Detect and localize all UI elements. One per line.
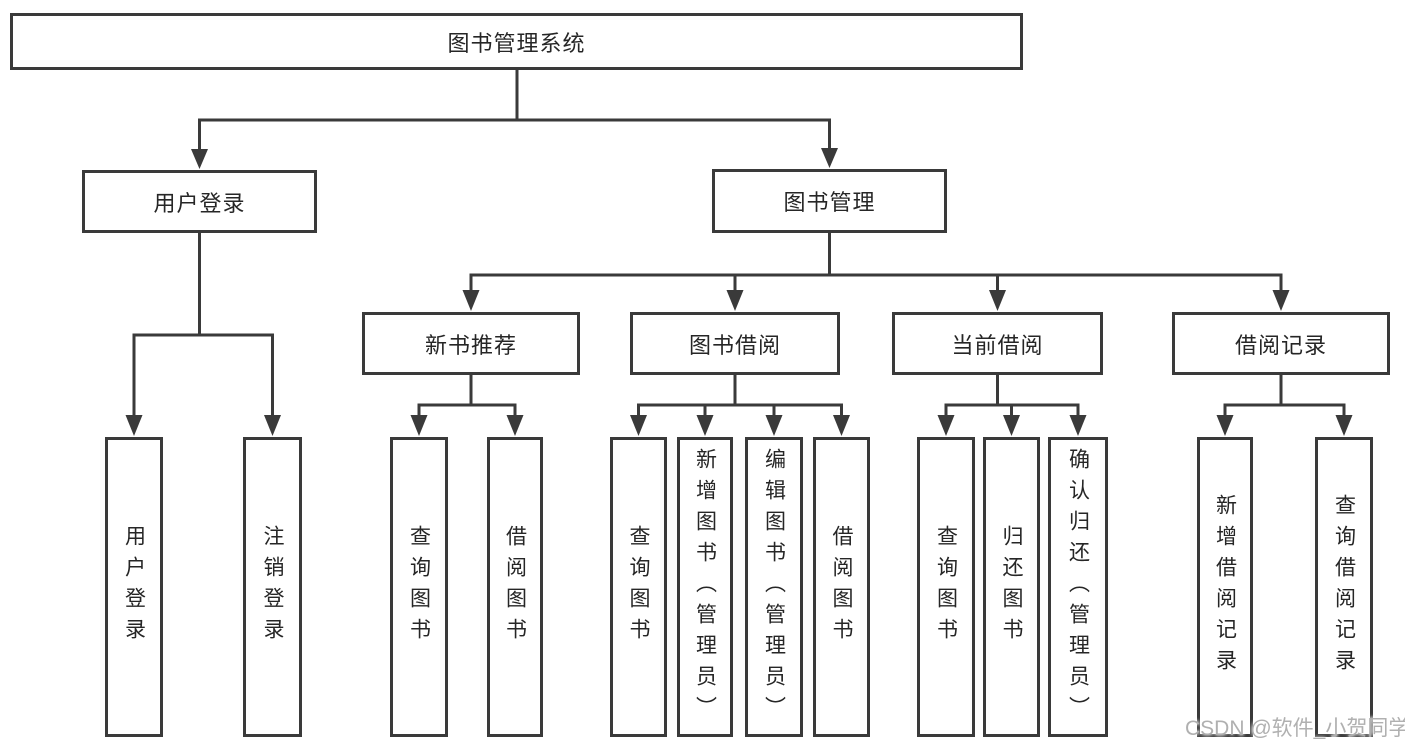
node-label: 借阅记录 (1234, 332, 1327, 358)
node-label: 归还图书 (1000, 525, 1023, 649)
connector-root-to-level2 (191, 68, 838, 169)
node-label: 用户登录 (153, 190, 246, 216)
node-label: 查询借阅记录 (1332, 494, 1356, 680)
node-label: 查询图书 (407, 525, 431, 649)
watermark: CSDN @软件_小贺同学 (1185, 717, 1405, 740)
node-label: 新增借阅记录 (1213, 494, 1237, 680)
node-user-login: 用户登录 (82, 170, 317, 233)
connector-borrow-record-children (1216, 373, 1353, 436)
node-label: 借阅图书 (830, 525, 853, 649)
node-leaf-query-books: 查询图书 (917, 437, 975, 737)
connector-user-login-children (125, 231, 281, 436)
node-leaf-return-books: 归还图书 (983, 437, 1040, 737)
node-leaf-query-borrow-record: 查询借阅记录 (1315, 437, 1373, 737)
node-leaf-borrow-books: 借阅图书 (813, 437, 870, 737)
node-label: 新增图书（管理员） (693, 447, 717, 727)
node-current-borrowing: 当前借阅 (892, 312, 1103, 375)
node-leaf-user-login: 用户登录 (105, 437, 163, 737)
node-book-management: 图书管理 (712, 169, 947, 233)
node-label: 查询图书 (627, 525, 650, 649)
node-label: 图书管理 (783, 190, 876, 215)
node-leaf-add-borrow-record: 新增借阅记录 (1197, 437, 1253, 737)
node-label: 图书管理系统 (447, 30, 586, 56)
node-label: 新书推荐 (424, 332, 517, 358)
node-leaf-borrow-books: 借阅图书 (487, 437, 543, 737)
node-book-borrowing: 图书借阅 (630, 312, 840, 375)
node-leaf-confirm-return-admin: 确认归还（管理员） (1048, 437, 1108, 737)
node-label: 确认归还（管理员） (1066, 447, 1090, 727)
node-new-book-recommendation: 新书推荐 (362, 312, 580, 375)
connector-book-mgmt-children (462, 231, 1290, 311)
node-leaf-query-books: 查询图书 (610, 437, 667, 737)
node-library-management-system: 图书管理系统 (10, 13, 1023, 70)
node-label: 查询图书 (934, 525, 958, 649)
node-label: 注销登录 (261, 525, 284, 649)
connector-new-book-children (410, 373, 524, 436)
connector-current-borrow-children (937, 373, 1087, 436)
node-label: 用户登录 (122, 525, 146, 649)
node-label: 编辑图书（管理员） (762, 447, 786, 727)
node-label: 借阅图书 (503, 525, 527, 649)
node-label: 图书借阅 (688, 332, 781, 358)
node-leaf-add-books-admin: 新增图书（管理员） (677, 437, 733, 737)
node-label: 当前借阅 (951, 332, 1044, 358)
connector-book-borrow-children (630, 373, 850, 436)
node-leaf-logout: 注销登录 (243, 437, 302, 737)
node-borrowing-records: 借阅记录 (1172, 312, 1390, 375)
node-leaf-edit-books-admin: 编辑图书（管理员） (745, 437, 803, 737)
node-leaf-query-books: 查询图书 (390, 437, 448, 737)
